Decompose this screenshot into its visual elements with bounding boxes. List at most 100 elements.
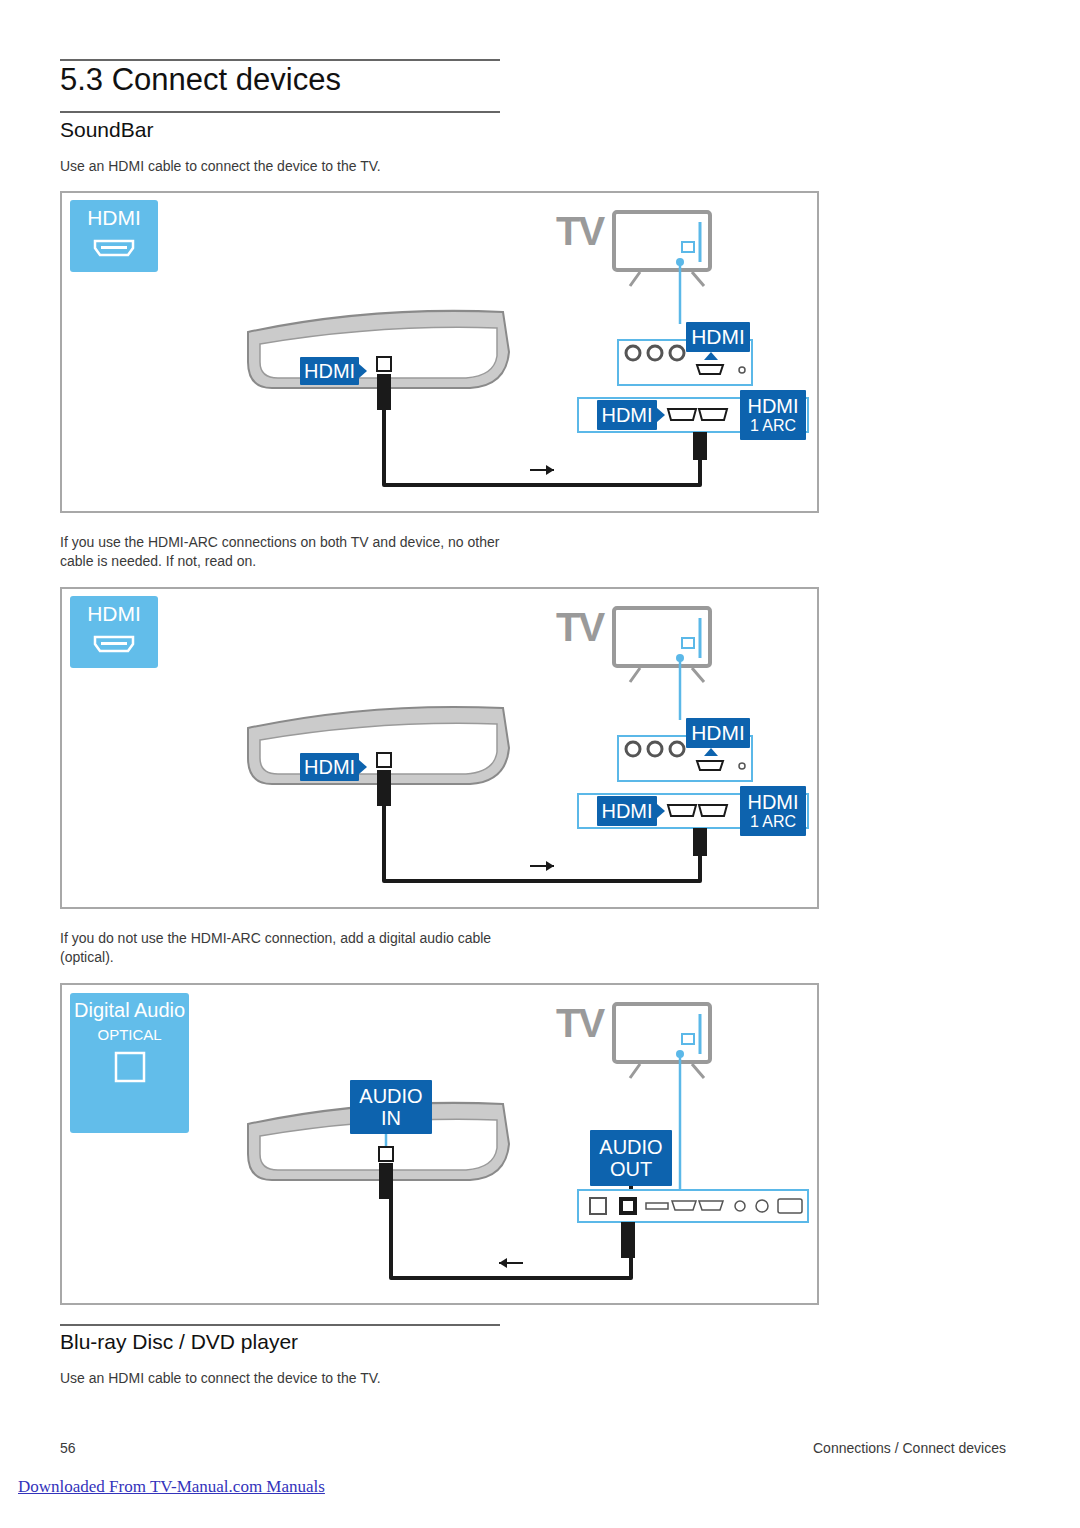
leader-line	[679, 262, 682, 324]
watermark: Downloaded From TV-Manual.com Manuals	[18, 1476, 325, 1499]
hdmi-glyph	[101, 246, 127, 249]
connector-badge: HDMI1 ARC	[740, 390, 806, 440]
hdmi-port	[697, 365, 723, 374]
badge-pointer	[657, 408, 665, 422]
badge-text: HDMI	[691, 325, 745, 348]
leader-line	[679, 658, 682, 720]
badge-text: AUDIO IN	[354, 1085, 428, 1129]
tv-stand	[630, 1064, 704, 1078]
hdmi-port	[668, 805, 696, 816]
tv-side	[699, 618, 702, 658]
badge-pointer	[359, 760, 367, 774]
hdmi-plug	[693, 432, 707, 460]
tv-side	[699, 222, 702, 262]
tv-screen	[614, 608, 710, 666]
hdmi-glyph	[95, 637, 133, 651]
icon-caption: OPTICAL	[98, 1027, 162, 1044]
badge-pointer	[704, 748, 718, 756]
hdmi-plug	[693, 828, 707, 856]
network-port	[590, 1198, 606, 1214]
tv-stand	[630, 272, 704, 286]
badge-text: HDMI	[747, 791, 798, 813]
hdmi-port	[699, 409, 727, 420]
jack	[735, 1201, 745, 1211]
optical-plug	[621, 1222, 635, 1258]
connection-icon: Digital AudioOPTICAL	[70, 993, 189, 1133]
hdmi-port	[377, 357, 391, 371]
flow-arrowhead	[546, 861, 554, 871]
connector-badge: HDMI	[597, 400, 657, 430]
body-text: Use an HDMI cable to connect the device …	[60, 157, 381, 176]
hdmi-port	[699, 805, 727, 816]
tv-screen	[614, 1004, 710, 1062]
page-heading: 5.3 Connect devices	[60, 62, 341, 98]
badge-text: AUDIO OUT	[594, 1136, 668, 1180]
icon-glyph	[91, 631, 137, 661]
connection-icon: HDMI	[70, 596, 158, 668]
page-number: 56	[60, 1439, 76, 1458]
tv-port-strip	[578, 1190, 808, 1222]
hdmi-glyph	[101, 642, 127, 645]
badge-pointer	[657, 804, 665, 818]
connector-badge: HDMI	[597, 796, 657, 826]
hdmi-port	[672, 1201, 696, 1210]
panel-frame	[61, 192, 818, 512]
badge-pointer	[359, 364, 367, 378]
rca-jack	[670, 742, 684, 756]
tv-port-mark	[682, 1034, 694, 1044]
rca-jack	[626, 742, 640, 756]
optical-plug	[379, 1163, 393, 1199]
section-heading: Blu-ray Disc / DVD player	[60, 1328, 298, 1356]
badge-text: HDMI	[601, 404, 652, 426]
tv-port-mark	[682, 242, 694, 252]
device-label: TV	[556, 996, 603, 1050]
rca-jack	[670, 346, 684, 360]
connector-badge: HDMI	[300, 753, 359, 781]
soundbar-front	[260, 327, 497, 378]
rca-jack	[648, 742, 662, 756]
device-label: TV	[556, 204, 603, 258]
connection-icon: HDMI	[70, 200, 158, 272]
badge-text: HDMI	[304, 360, 355, 382]
leader-line	[385, 1132, 388, 1147]
optical-port	[619, 1197, 637, 1215]
soundbar-front	[260, 723, 497, 774]
panel-frame	[61, 588, 818, 908]
flow-arrowhead	[499, 1258, 507, 1268]
connector-badge: HDMI	[300, 357, 359, 385]
heading-rule	[60, 111, 500, 113]
connector-badge: AUDIO OUT	[590, 1130, 672, 1186]
connector-badge: AUDIO IN	[350, 1080, 432, 1134]
badge-text: HDMI	[747, 395, 798, 417]
screw	[739, 763, 745, 769]
rca-jack	[626, 346, 640, 360]
hdmi-port	[699, 1201, 723, 1210]
screw	[739, 367, 745, 373]
badge-text: HDMI	[691, 721, 745, 744]
hdmi-port	[668, 409, 696, 420]
optical-glyph	[116, 1053, 144, 1081]
flow-arrowhead	[546, 465, 554, 475]
footer-text: Connections / Connect devices	[813, 1439, 1006, 1458]
tv-screen	[614, 212, 710, 270]
icon-caption: Digital Audio	[74, 999, 185, 1021]
body-text: If you do not use the HDMI-ARC connectio…	[60, 929, 505, 967]
badge-text: HDMI	[304, 756, 355, 778]
tv-stand	[630, 668, 704, 682]
optical-port-inner	[623, 1201, 633, 1211]
heading-rule	[60, 59, 500, 61]
rca-jack	[648, 346, 662, 360]
jack	[756, 1200, 768, 1212]
connector-badge: HDMI1 ARC	[740, 786, 806, 836]
connector-badge: HDMI	[686, 322, 750, 352]
icon-caption: HDMI	[87, 602, 141, 625]
hdmi-plug	[377, 374, 391, 410]
hdmi-plug	[377, 770, 391, 806]
badge-text: HDMI	[601, 800, 652, 822]
body-text: Use an HDMI cable to connect the device …	[60, 1369, 381, 1388]
badge-text: 1 ARC	[750, 417, 796, 435]
icon-glyph	[91, 235, 137, 265]
tv-side	[699, 1014, 702, 1054]
